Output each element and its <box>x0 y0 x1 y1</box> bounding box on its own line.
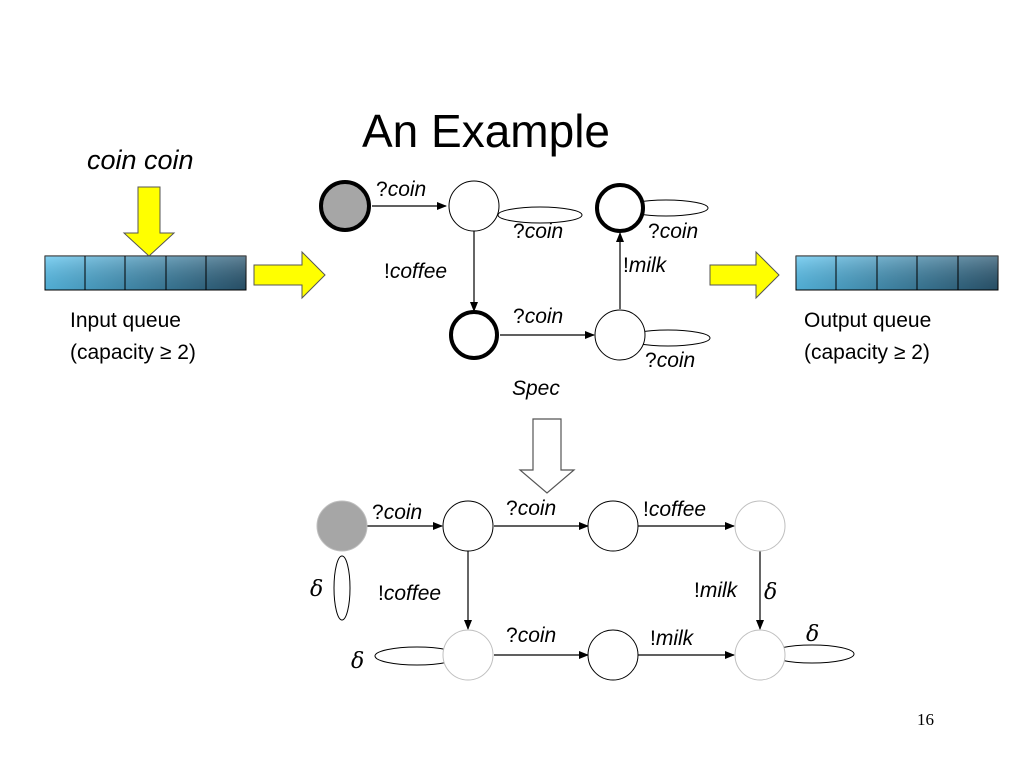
result-automaton <box>316 500 855 681</box>
input-queue-label-line1: Input queue <box>70 309 181 332</box>
arrow-down-yellow <box>122 186 176 257</box>
input-queue-label: Input queue (capacity ≥ 2) <box>70 305 196 369</box>
delta-label-milk-down: δ <box>764 580 778 605</box>
output-queue-label: Output queue (capacity ≥ 2) <box>804 305 931 369</box>
input-queue-label-line2: (capacity ≥ 2) <box>70 341 196 364</box>
result-label-coin-bottom: ?coin <box>506 624 557 647</box>
spec-label-coin-loop-4: ?coin <box>648 220 699 243</box>
spec-automaton <box>319 180 711 361</box>
spec-state-2 <box>449 310 499 360</box>
spec-label-coin-loop-final: ?coin <box>645 349 696 372</box>
spec-state-initial <box>319 180 371 232</box>
spec-label-coin-loop-1: ?coin <box>513 220 564 243</box>
spec-label-coin-top: ?coin <box>376 178 427 201</box>
delta-label-initial: δ <box>310 577 324 602</box>
spec-label-milk: !milk <box>623 254 667 277</box>
result-state-6 <box>734 629 786 681</box>
output-queue-label-line1: Output queue <box>804 309 932 332</box>
result-label-coffee-top: !coffee <box>643 498 707 521</box>
spec-label-coffee: !coffee <box>384 260 448 283</box>
result-label-coin-1: ?coin <box>372 501 423 524</box>
delta-label-bottom-left: δ <box>351 649 365 674</box>
spec-state-4 <box>595 183 645 233</box>
delta-label-bottom-right: δ <box>806 622 820 647</box>
input-queue <box>44 255 247 291</box>
result-state-initial <box>316 500 368 552</box>
spec-name: Spec <box>512 377 560 400</box>
result-label-coin-2: ?coin <box>506 497 557 520</box>
output-queue <box>795 255 999 291</box>
spec-state-3 <box>594 309 646 361</box>
result-label-milk-down: !milk <box>694 579 738 602</box>
result-label-milk-bottom: !milk <box>650 627 694 650</box>
result-loop-initial <box>333 555 351 621</box>
result-state-4 <box>442 629 494 681</box>
result-state-3 <box>734 500 786 552</box>
spec-loop-1 <box>497 206 583 224</box>
spec-state-1 <box>448 180 500 232</box>
output-queue-label-line2: (capacity ≥ 2) <box>804 341 930 364</box>
result-state-5 <box>587 629 639 681</box>
input-tokens: coin coin <box>87 145 194 175</box>
arrow-down-hollow <box>518 418 576 494</box>
arrow-right-yellow-left <box>253 250 326 300</box>
spec-label-coin-bottom: ?coin <box>513 305 564 328</box>
arrow-right-yellow-right <box>709 250 780 300</box>
result-label-coffee-down: !coffee <box>378 582 442 605</box>
page-number: 16 <box>917 710 934 729</box>
result-state-2 <box>587 500 639 552</box>
result-state-1 <box>442 500 494 552</box>
slide-title: An Example <box>362 105 611 157</box>
